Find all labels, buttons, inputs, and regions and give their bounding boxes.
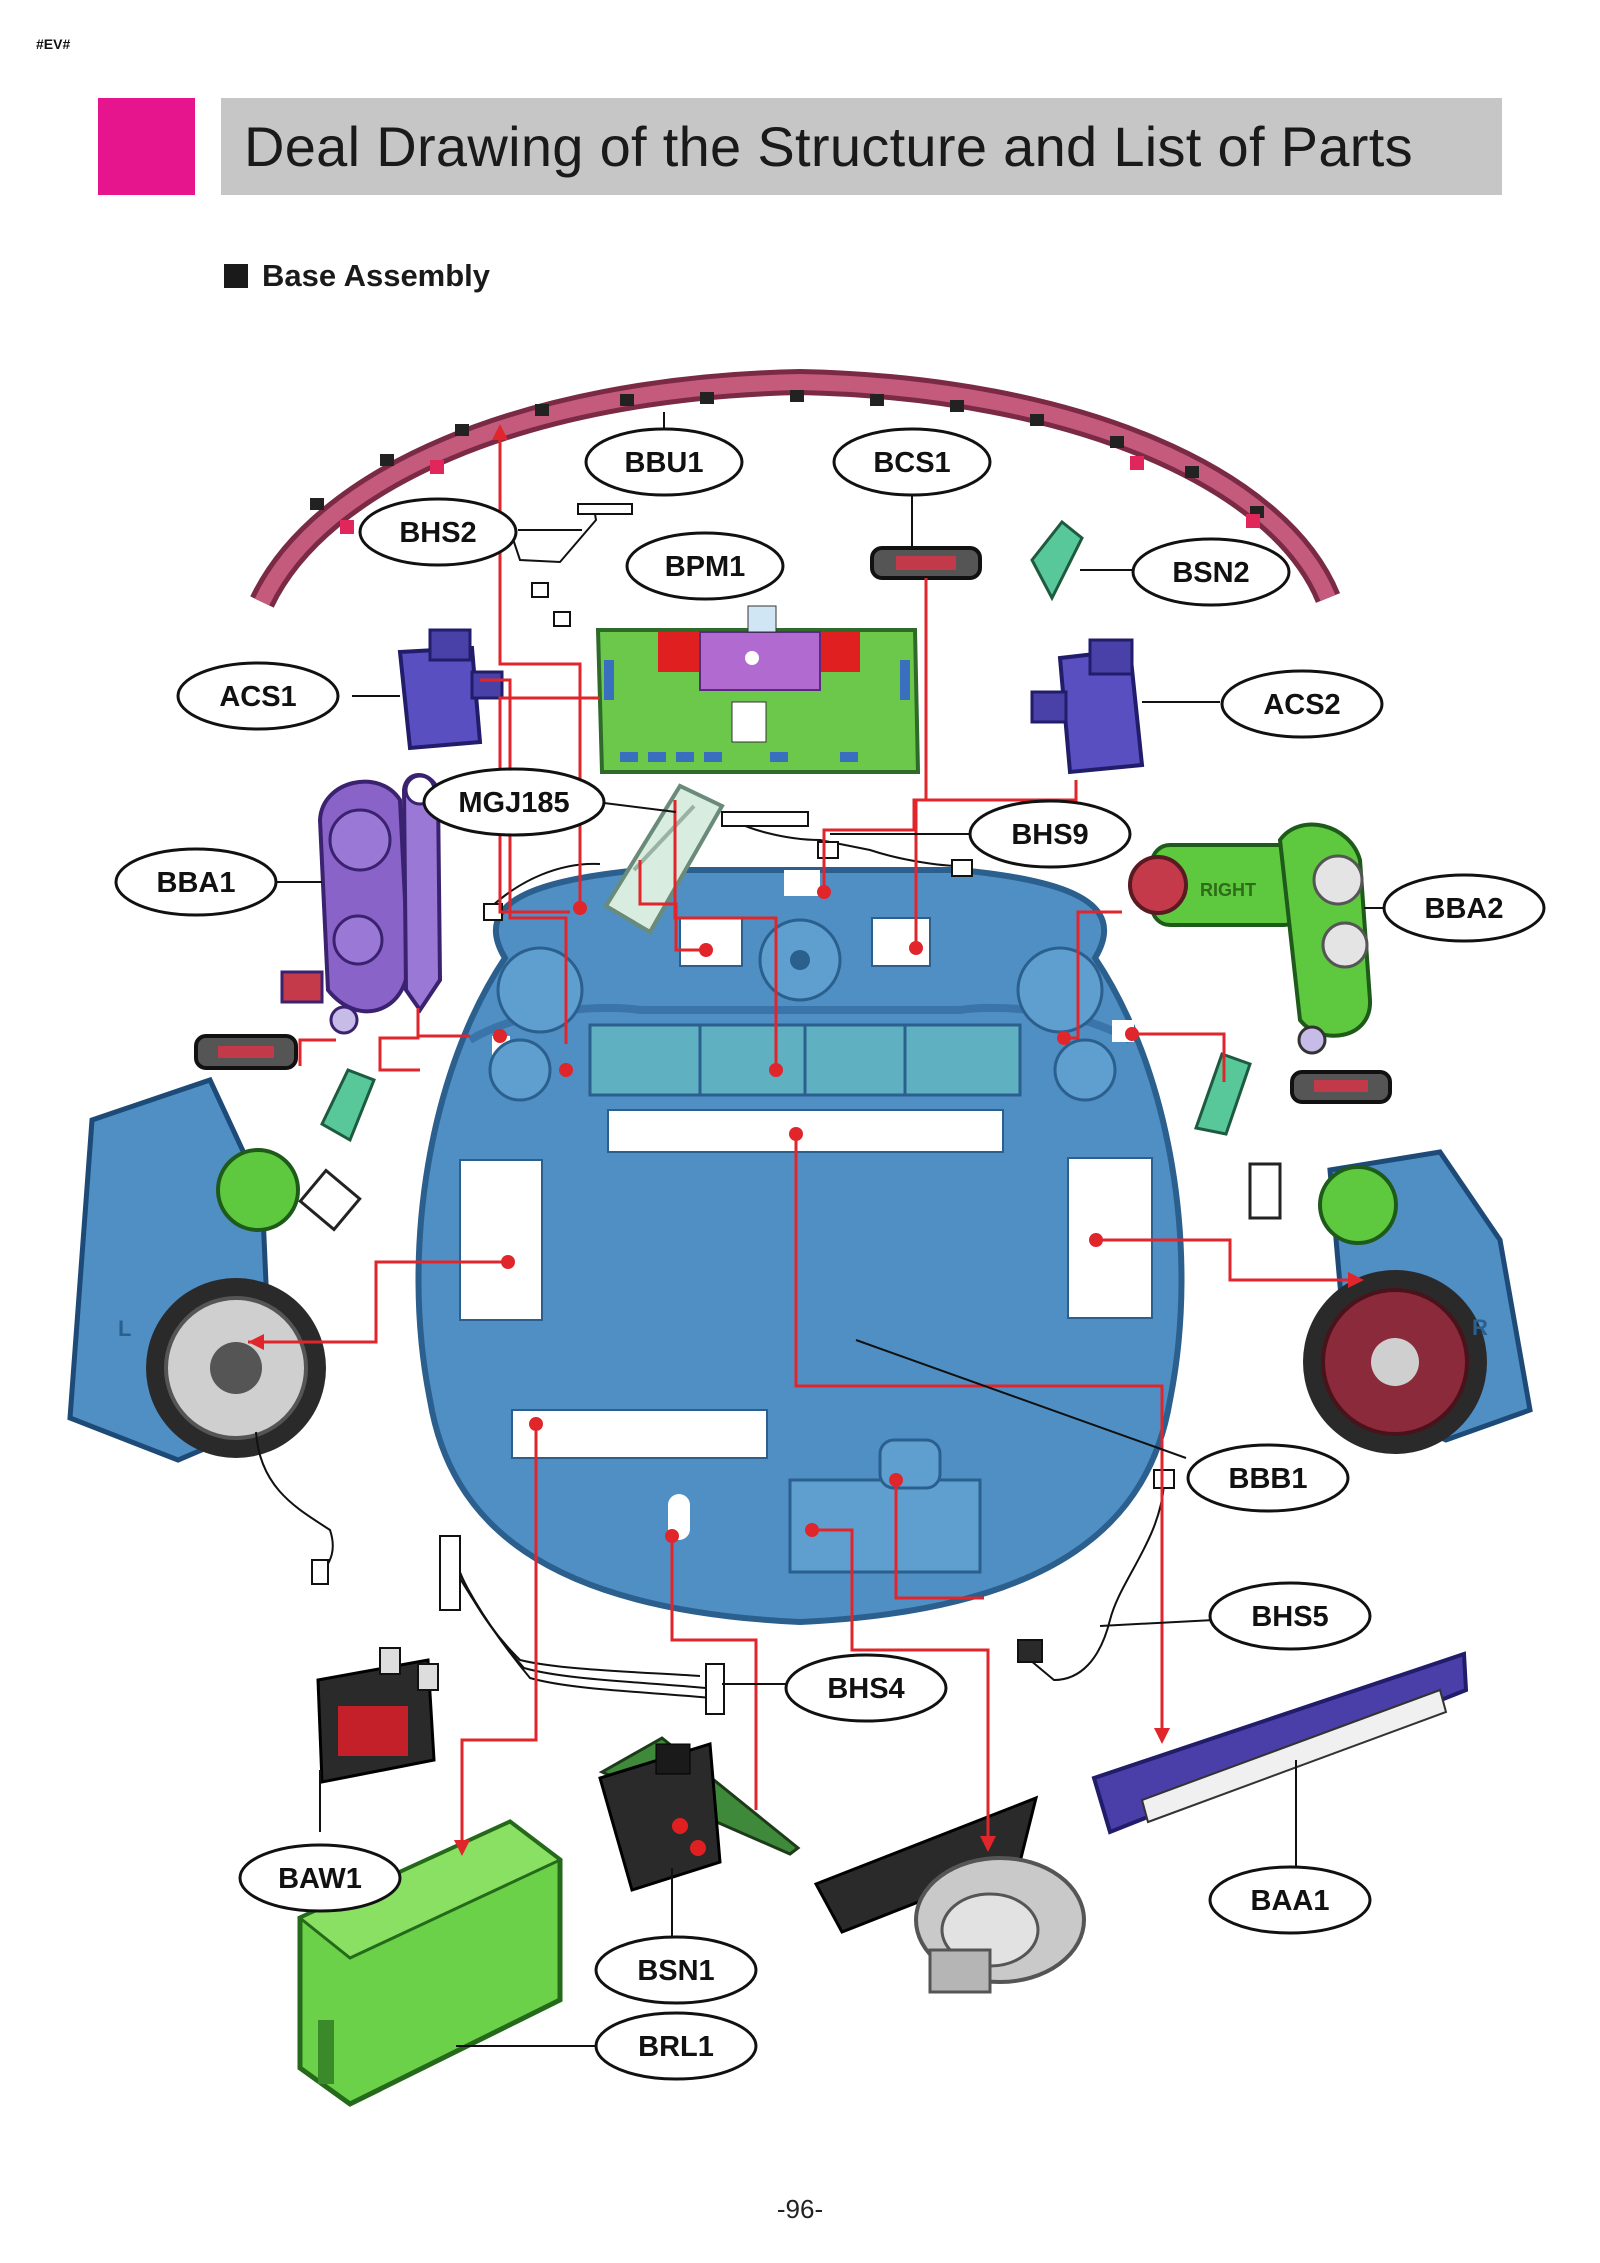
- callout-label-bcs1: BCS1: [873, 447, 950, 479]
- callout-bhs9: BHS9: [968, 799, 1132, 869]
- bba2-part: RIGHT: [1128, 822, 1373, 1055]
- callout-label-bba1: BBA1: [157, 867, 236, 899]
- bsn1-part: [598, 1736, 801, 1892]
- callout-label-bsn1: BSN1: [637, 1955, 714, 1987]
- right-connector-part: [1290, 1070, 1392, 1104]
- callout-label-mgj185: MGJ185: [458, 787, 569, 819]
- callout-label-brl1: BRL1: [638, 2031, 714, 2063]
- page-number: -96-: [776, 2194, 824, 2224]
- callout-label-bhs9: BHS9: [1011, 819, 1088, 851]
- callout-bbu1: BBU1: [584, 427, 744, 497]
- callout-acs2: ACS2: [1220, 669, 1384, 739]
- section-heading: Base Assembly: [224, 258, 490, 294]
- fan-motor-part: [813, 1795, 1086, 1994]
- section-bullet-icon: [224, 264, 248, 288]
- title-accent-block: [98, 98, 195, 195]
- left-connector-part: [194, 1034, 298, 1070]
- callout-label-bpm1: BPM1: [665, 551, 746, 583]
- right-wheel-module: R: [1248, 1149, 1533, 1454]
- callout-mgj185: MGJ185: [422, 767, 606, 837]
- title-bar: Deal Drawing of the Structure and List o…: [221, 98, 1502, 195]
- callout-bsn1: BSN1: [594, 1935, 758, 2005]
- callout-label-bbu1: BBU1: [625, 447, 704, 479]
- callout-label-baa1: BAA1: [1251, 1885, 1330, 1917]
- baa1-part: [1091, 1651, 1469, 1835]
- left-sensor-part: [320, 1068, 376, 1143]
- bba1-part: [280, 773, 443, 1035]
- callout-acs1: ACS1: [176, 661, 340, 731]
- callout-label-bhs5: BHS5: [1251, 1601, 1328, 1633]
- callout-label-bbb1: BBB1: [1229, 1463, 1308, 1495]
- left-wheel-module: L: [67, 1076, 362, 1463]
- callout-label-bsn2: BSN2: [1172, 557, 1249, 589]
- mgj185-part: [603, 783, 725, 935]
- callout-bba1: BBA1: [114, 847, 278, 917]
- callout-label-acs2: ACS2: [1263, 689, 1340, 721]
- right-sensor-part: [1194, 1052, 1252, 1136]
- bumper-part: [250, 368, 1341, 608]
- callout-bhs4: BHS4: [784, 1653, 948, 1723]
- callout-bsn2: BSN2: [1131, 537, 1291, 607]
- main-pcb-part: [595, 605, 921, 774]
- callout-bhs2: BHS2: [358, 497, 518, 567]
- acs2-part: [1030, 638, 1145, 775]
- callout-bpm1: BPM1: [625, 531, 785, 601]
- document-id: #EV#: [36, 36, 71, 52]
- leader-arrows: [248, 424, 1364, 1856]
- wheel-left-label: L: [118, 1316, 131, 1341]
- wheel-right-label: R: [1472, 1315, 1488, 1340]
- callout-baw1: BAW1: [238, 1843, 402, 1913]
- callout-label-bba2: BBA2: [1425, 893, 1504, 925]
- callout-label-baw1: BAW1: [278, 1863, 362, 1895]
- baw1-switch-part: [316, 1647, 439, 1784]
- base-frame-part: [415, 867, 1185, 1626]
- callout-label-acs1: ACS1: [219, 681, 296, 713]
- callout-bbb1: BBB1: [1186, 1443, 1350, 1513]
- callout-bba2: BBA2: [1382, 873, 1546, 943]
- callout-label-bhs2: BHS2: [399, 517, 476, 549]
- leader-dots: [493, 885, 1139, 1543]
- gear-right-label: RIGHT: [1200, 880, 1256, 900]
- callout-bhs5: BHS5: [1208, 1581, 1372, 1651]
- bcs1-part: [870, 546, 982, 580]
- bsn2-part: [1030, 519, 1084, 602]
- callout-bcs1: BCS1: [832, 427, 992, 497]
- callout-baa1: BAA1: [1208, 1865, 1372, 1935]
- callout-brl1: BRL1: [594, 2011, 758, 2081]
- page-title: Deal Drawing of the Structure and List o…: [244, 115, 1413, 178]
- section-title: Base Assembly: [262, 258, 491, 293]
- callout-label-bhs4: BHS4: [827, 1673, 904, 1705]
- black-leader-lines: [276, 412, 1384, 2047]
- acs1-part: [397, 628, 504, 751]
